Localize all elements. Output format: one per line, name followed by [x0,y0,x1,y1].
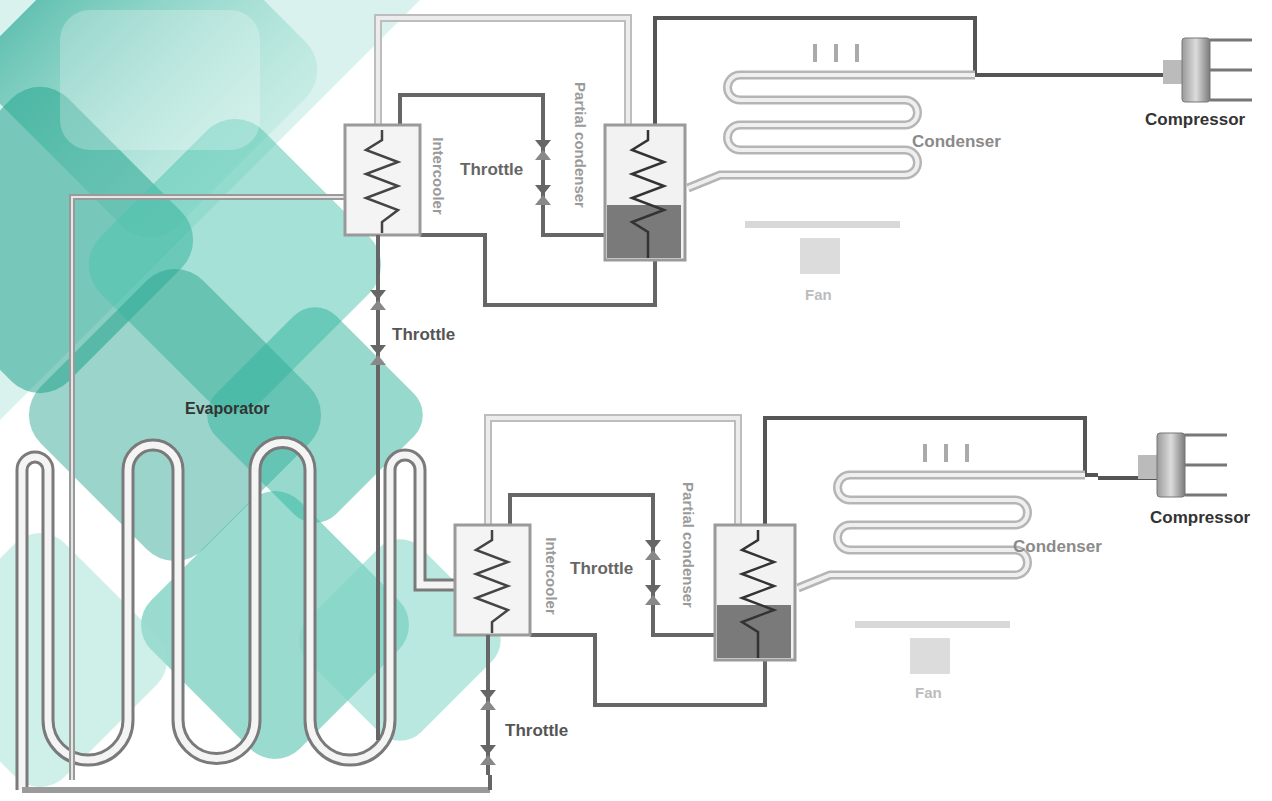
label-box: Evaporator [185,400,269,418]
label-box: Condenser [912,133,1001,152]
label-box: Fan [915,684,942,702]
part-label: Partial condenser [572,82,589,208]
label-box: Intercooler [429,137,447,215]
background-decoration [0,0,513,801]
part-label: Condenser [912,132,1001,151]
label-box: Intercooler [542,537,560,615]
label-box: Partial condenser [679,482,697,608]
part-label: Compressor [1150,508,1250,527]
label-box: Compressor [1145,111,1245,130]
part-label: Fan [805,286,832,303]
label-box: Partial condenser [571,82,589,208]
label-box: Throttle [460,161,523,180]
part-label: Throttle [505,721,568,740]
refrigeration-unit [455,418,1098,775]
refrigeration-unit [345,18,988,375]
part-label: Condenser [1013,537,1102,556]
part-label: Throttle [570,559,633,578]
part-label: Intercooler [430,137,447,215]
label-box: Compressor [1150,509,1250,528]
part-label: Evaporator [185,400,269,417]
part-label: Fan [915,684,942,701]
compressor-symbol [1163,38,1252,102]
part-label: Partial condenser [680,482,697,608]
part-label: Intercooler [543,537,560,615]
label-box: Condenser [1013,538,1102,557]
part-label: Compressor [1145,110,1245,129]
compressor-symbol [1138,433,1227,497]
label-box: Throttle [570,560,633,579]
part-label: Throttle [460,160,523,179]
label-box: Fan [805,286,832,304]
label-box: Throttle [392,326,455,345]
part-label: Throttle [392,325,455,344]
evaporator-coil [22,442,490,790]
label-box: Throttle [505,722,568,741]
